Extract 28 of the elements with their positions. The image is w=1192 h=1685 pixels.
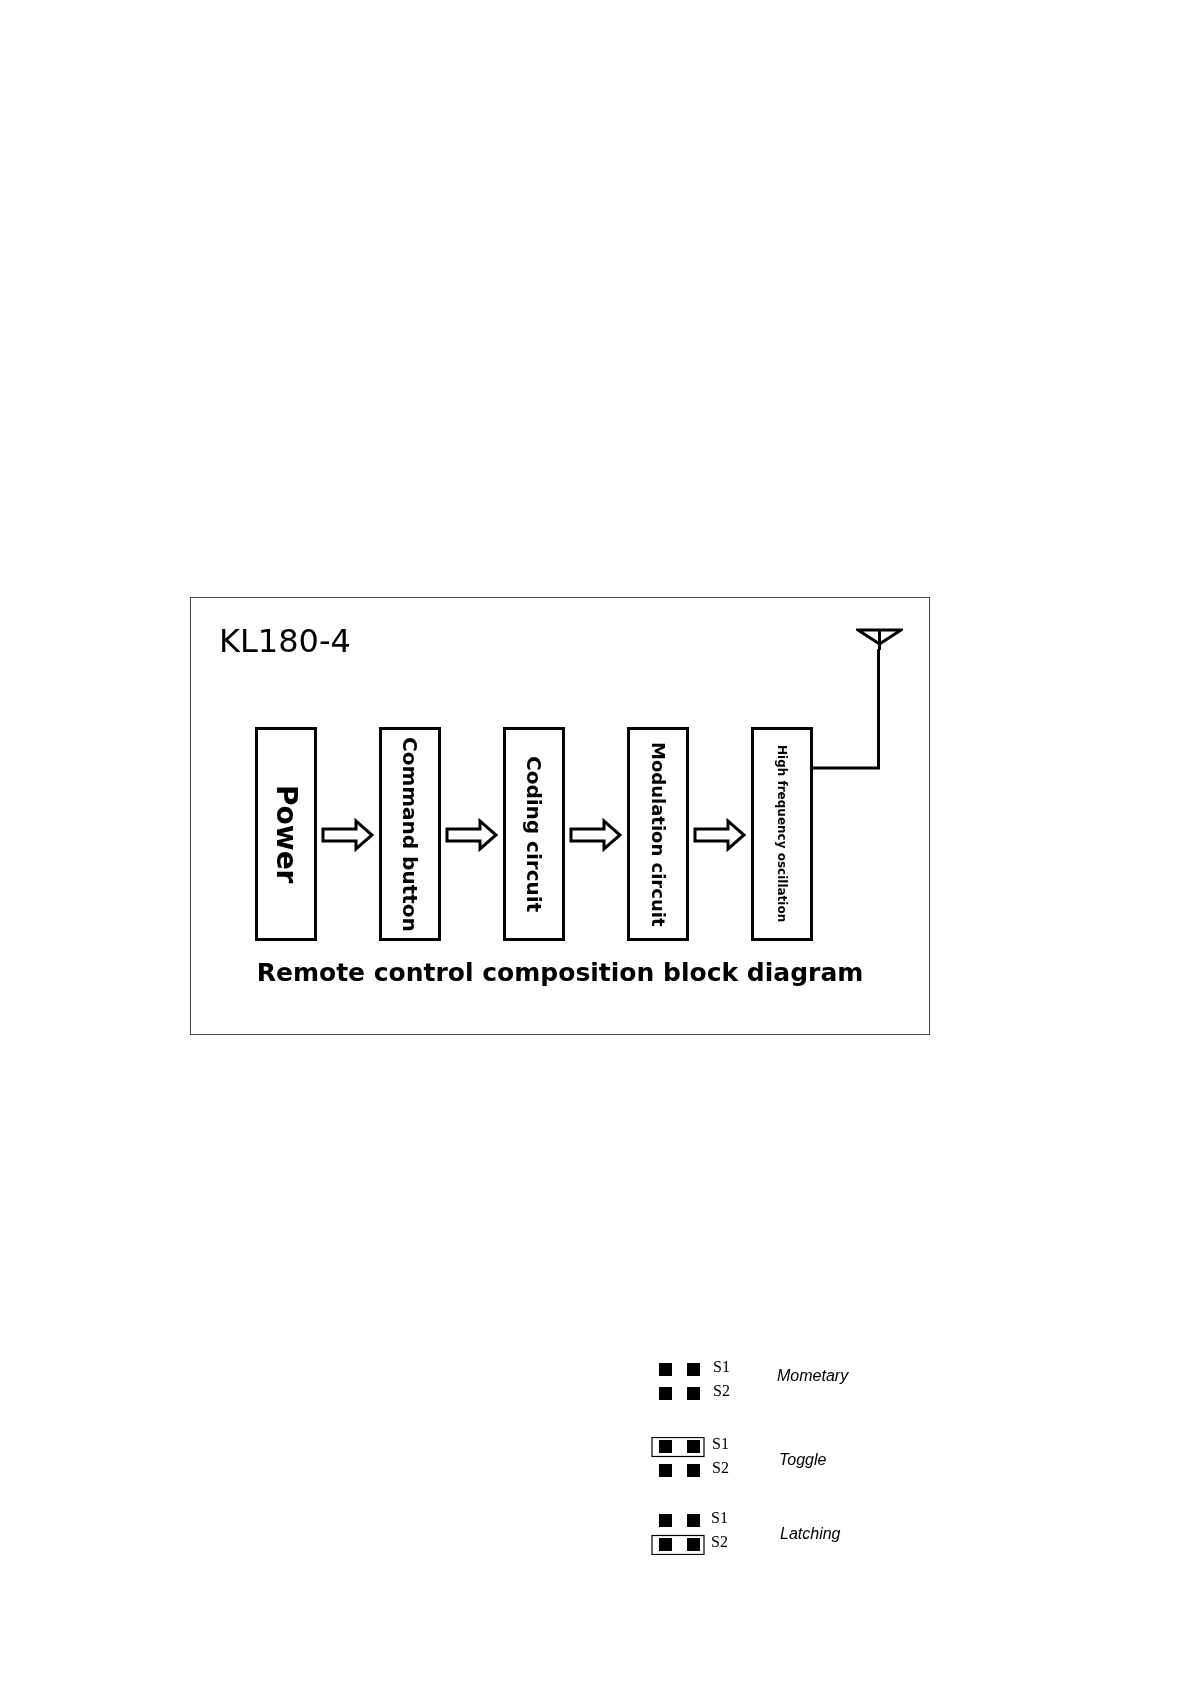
process-box xyxy=(255,727,317,941)
block-label: Modulation circuit xyxy=(647,741,669,927)
diagram-frame xyxy=(190,597,930,1035)
process-box xyxy=(751,727,813,941)
antenna-symbol xyxy=(856,628,903,650)
connector-line xyxy=(812,649,880,770)
block-label: High frequency oscillation xyxy=(775,745,789,923)
block-arrow xyxy=(445,817,499,853)
pin-label: S1 xyxy=(711,1509,728,1527)
block-label: Command button xyxy=(398,736,422,932)
mode-label: Toggle xyxy=(779,1451,827,1469)
process-box xyxy=(379,727,441,941)
diagram-caption: Remote control composition block diagram xyxy=(255,958,865,987)
pin-label: S2 xyxy=(712,1459,729,1477)
block-label: Power xyxy=(269,784,303,884)
pin-label: S2 xyxy=(711,1533,728,1551)
mode-label: Mometary xyxy=(777,1367,849,1385)
process-box xyxy=(627,727,689,941)
mode-label: Latching xyxy=(780,1525,841,1543)
block-label: Coding circuit xyxy=(522,755,546,913)
pin-label: S2 xyxy=(713,1382,730,1400)
pin-label: S1 xyxy=(712,1435,729,1453)
block-arrow xyxy=(693,817,747,853)
model-number: KL180-4 xyxy=(219,622,351,660)
block-arrow xyxy=(569,817,623,853)
block-arrow xyxy=(321,817,375,853)
pin-label: S1 xyxy=(713,1358,730,1376)
process-box xyxy=(503,727,565,941)
